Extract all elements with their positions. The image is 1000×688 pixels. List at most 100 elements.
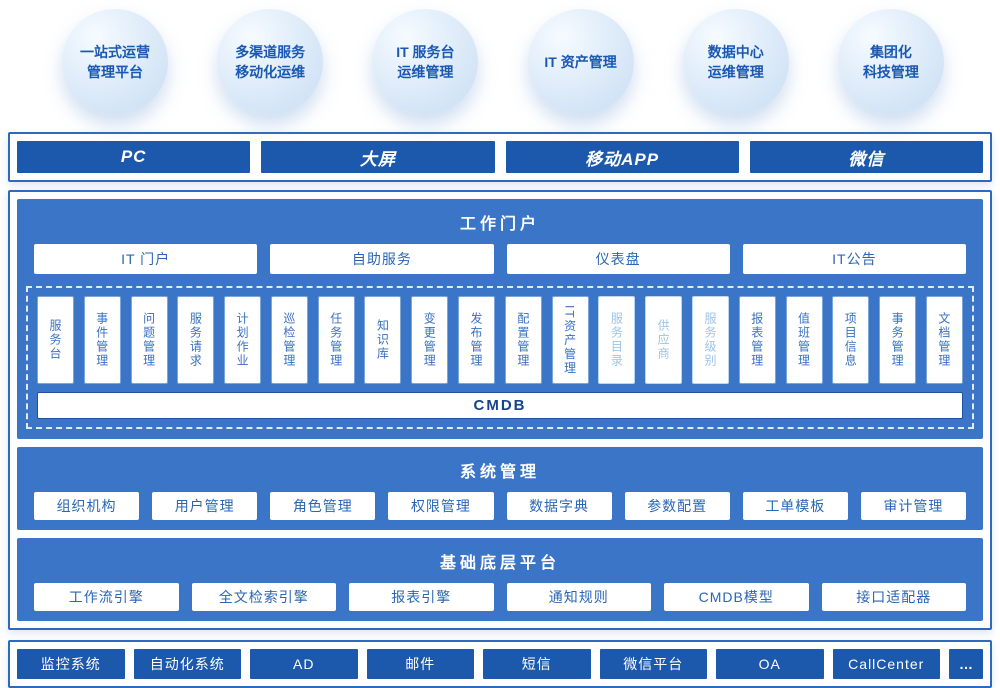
bubble-line: 运维管理 (397, 64, 454, 80)
itsm-modules-area: 服务台 事件管理 问题管理 服务请求 计划作业 巡检管理 任务管理 知识库 变更… (26, 286, 974, 429)
integration-sms: 短信 (483, 649, 591, 679)
plat-btn-report-engine: 报表引擎 (349, 583, 494, 611)
module-label: 配置管理 (515, 312, 530, 368)
module-supplier: 供应商 (645, 296, 683, 384)
plat-btn-interface-adapter: 接口适配器 (821, 583, 966, 611)
portal-btn-self-service: 自助服务 (270, 244, 494, 274)
platform-buttons: 工作流引擎 全文检索引擎 报表引擎 通知规则 CMDB模型 接口适配器 (34, 583, 966, 611)
module-change: 变更管理 (411, 296, 449, 384)
sys-btn-role: 角色管理 (270, 492, 376, 520)
base-platform-panel: 基础底层平台 工作流引擎 全文检索引擎 报表引擎 通知规则 CMDB模型 接口适… (17, 538, 983, 621)
module-label: 服务级别 (702, 312, 717, 368)
portal-buttons: IT 门户 自助服务 仪表盘 IT公告 (34, 244, 966, 274)
module-it-asset: IT资产管理 (551, 296, 589, 384)
module-label: 值班管理 (796, 312, 811, 368)
module-label: 事件管理 (94, 312, 109, 368)
integration-callcenter: CallCenter (832, 649, 940, 679)
module-label: 文档管理 (936, 312, 951, 368)
channel-layer: PC 大屏 移动APP 微信 (8, 132, 992, 182)
module-knowledge-base: 知识库 (364, 296, 402, 384)
module-label: 供应商 (656, 319, 671, 361)
plat-btn-notification-rules: 通知规则 (506, 583, 651, 611)
sys-btn-data-dictionary: 数据字典 (506, 492, 612, 520)
module-duty: 值班管理 (785, 296, 823, 384)
module-label: 任务管理 (328, 312, 343, 368)
cmdb-bar: CMDB (37, 392, 963, 419)
module-report: 报表管理 (738, 296, 776, 384)
module-label: 变更管理 (422, 312, 437, 368)
module-label: 知识库 (375, 319, 390, 361)
sys-btn-ticket-template: 工单模板 (742, 492, 848, 520)
bubble-line: 管理平台 (87, 64, 143, 80)
bubble-group-tech: 集团化 科技管理 (837, 9, 944, 115)
module-inspection: 巡检管理 (270, 296, 308, 384)
integration-automation: 自动化系统 (133, 649, 241, 679)
module-task: 任务管理 (317, 296, 355, 384)
channel-mobile-app: 移动APP (505, 141, 739, 173)
plat-btn-cmdb-model: CMDB模型 (664, 583, 809, 611)
channel-pc: PC (17, 141, 251, 173)
module-affairs: 事务管理 (879, 296, 917, 384)
system-title: 系统管理 (459, 464, 540, 481)
module-label: IT资产管理 (562, 304, 577, 376)
sys-btn-user: 用户管理 (152, 492, 258, 520)
integration-wechat-platform: 微信平台 (599, 649, 707, 679)
module-label: 计划作业 (235, 312, 250, 368)
sys-btn-organization: 组织机构 (34, 492, 140, 520)
bubble-one-stop-platform: 一站式运营 管理平台 (62, 9, 168, 115)
module-label: 巡检管理 (281, 312, 296, 368)
module-project-info: 项目信息 (832, 296, 870, 384)
bubble-line: 多渠道服务 (235, 43, 306, 60)
module-problem: 问题管理 (130, 296, 168, 384)
module-label: 事务管理 (890, 312, 905, 368)
portal-panel: 工作门户 IT 门户 自助服务 仪表盘 IT公告 服务台 事件管理 问题管理 服… (17, 199, 983, 439)
bubble-line: IT 资产管理 (544, 53, 617, 70)
channel-wechat: 微信 (749, 141, 983, 173)
module-tiles: 服务台 事件管理 问题管理 服务请求 计划作业 巡检管理 任务管理 知识库 变更… (37, 296, 963, 384)
plat-btn-workflow-engine: 工作流引擎 (34, 583, 179, 611)
sys-btn-audit: 审计管理 (860, 492, 966, 520)
integration-email: 邮件 (366, 649, 474, 679)
module-label: 问题管理 (141, 312, 156, 368)
module-label: 服务请求 (188, 312, 203, 368)
integration-ad: AD (250, 649, 358, 679)
capability-bubbles: 一站式运营 管理平台 多渠道服务 移动化运维 IT 服务台 运维管理 IT 资产… (0, 0, 1000, 115)
integration-layer: 监控系统 自动化系统 AD 邮件 短信 微信平台 OA CallCenter … (8, 640, 992, 688)
module-service-desk: 服务台 (37, 296, 74, 384)
module-service-request: 服务请求 (177, 296, 215, 384)
module-document: 文档管理 (925, 296, 963, 384)
module-label: 报表管理 (749, 312, 764, 368)
module-label: 发布管理 (469, 312, 484, 368)
bubble-line: 运维管理 (707, 64, 764, 80)
portal-btn-it-portal: IT 门户 (34, 244, 258, 274)
integration-monitoring: 监控系统 (17, 649, 125, 679)
bubble-multichannel-mobile-ops: 多渠道服务 移动化运维 (217, 9, 324, 115)
module-configuration: 配置管理 (504, 296, 542, 384)
module-planned-job: 计划作业 (224, 296, 262, 384)
sys-btn-parameter: 参数配置 (624, 492, 730, 520)
module-service-level: 服务级别 (691, 296, 729, 384)
bubble-line: 移动化运维 (235, 64, 306, 80)
module-label: 服务目录 (609, 312, 624, 368)
channel-large-screen: 大屏 (261, 141, 495, 173)
sys-btn-permission: 权限管理 (388, 492, 494, 520)
portal-title: 工作门户 (459, 216, 540, 233)
bubble-datacenter-ops: 数据中心 运维管理 (682, 9, 789, 115)
plat-btn-fulltext-search-engine: 全文检索引擎 (191, 583, 336, 611)
integration-more: … (949, 649, 983, 679)
module-label: 项目信息 (843, 312, 858, 368)
integration-oa: OA (716, 649, 824, 679)
bubble-line: 一站式运营 (80, 43, 150, 60)
system-management-panel: 系统管理 组织机构 用户管理 角色管理 权限管理 数据字典 参数配置 工单模板 … (17, 447, 983, 530)
main-platform-box: 工作门户 IT 门户 自助服务 仪表盘 IT公告 服务台 事件管理 问题管理 服… (8, 190, 992, 630)
bubble-line: 科技管理 (862, 64, 919, 80)
module-service-catalog: 服务目录 (598, 296, 636, 384)
platform-title: 基础底层平台 (439, 555, 560, 572)
bubble-line: 数据中心 (707, 43, 764, 60)
bubble-line: 集团化 (869, 43, 912, 60)
bubble-line: IT 服务台 (396, 43, 455, 60)
module-release: 发布管理 (458, 296, 496, 384)
portal-btn-it-announcement: IT公告 (742, 244, 966, 274)
module-incident: 事件管理 (83, 296, 121, 384)
